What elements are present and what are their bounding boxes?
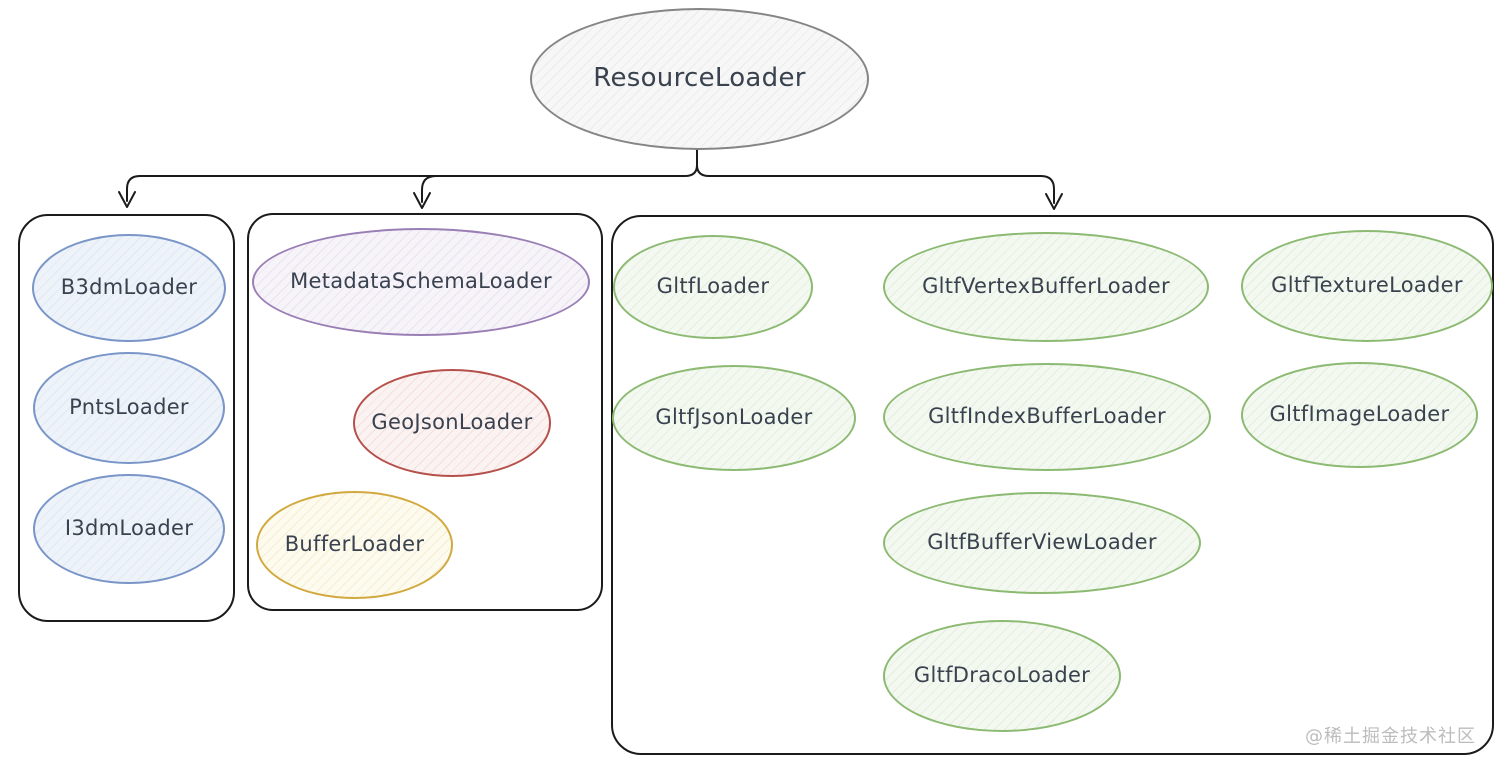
node-label: GeoJsonLoader [371, 410, 533, 434]
node-bufferloader: BufferLoader [256, 491, 453, 599]
node-label: PntsLoader [69, 395, 189, 419]
node-resourceloader: ResourceLoader [530, 8, 869, 150]
connector-branch-middle [421, 175, 437, 203]
node-label: GltfVertexBufferLoader [922, 274, 1170, 298]
node-gltfbufferviewloader: GltfBufferViewLoader [883, 492, 1201, 594]
connector-root-stub [126, 145, 698, 202]
connector-branch-right [696, 164, 1055, 204]
node-label: GltfBufferViewLoader [927, 530, 1157, 554]
watermark: @稀土掘金技术社区 [1305, 726, 1476, 747]
node-geojsonloader: GeoJsonLoader [353, 369, 551, 477]
group-box-tile-loaders [18, 214, 235, 622]
node-metadataschemaloader: MetadataSchemaLoader [252, 228, 590, 336]
arrowhead-middle [413, 192, 431, 209]
node-label: GltfIndexBufferLoader [928, 404, 1166, 428]
node-label: GltfDracoLoader [913, 663, 1091, 687]
node-label: GltfImageLoader [1269, 402, 1450, 426]
node-gltfindexbufferloader: GltfIndexBufferLoader [883, 363, 1211, 471]
node-label: GltfTextureLoader [1271, 273, 1463, 297]
node-gltfjsonloader: GltfJsonLoader [612, 365, 856, 471]
node-gltfdracoloader: GltfDracoLoader [883, 620, 1121, 732]
arrowhead-right [1045, 193, 1063, 210]
node-label: ResourceLoader [593, 63, 806, 93]
group-box-schema-loaders [247, 213, 603, 611]
node-label: B3dmLoader [60, 275, 198, 299]
node-gltfimageloader: GltfImageLoader [1241, 362, 1478, 468]
node-label: BufferLoader [284, 532, 425, 556]
node-b3dmloader: B3dmLoader [32, 234, 226, 342]
node-label: MetadataSchemaLoader [290, 269, 552, 293]
node-gltfloader: GltfLoader [613, 235, 813, 339]
group-box-gltf-loaders [611, 215, 1494, 755]
node-pntsloader: PntsLoader [33, 352, 225, 464]
node-gltfvertexbufferloader: GltfVertexBufferLoader [883, 232, 1209, 342]
node-label: GltfLoader [656, 274, 770, 298]
node-gltftextureloader: GltfTextureLoader [1241, 230, 1493, 342]
node-label: GltfJsonLoader [655, 405, 813, 429]
node-label: I3dmLoader [64, 516, 194, 540]
node-i3dmloader: I3dmLoader [33, 474, 225, 584]
arrowhead-left [118, 191, 136, 208]
